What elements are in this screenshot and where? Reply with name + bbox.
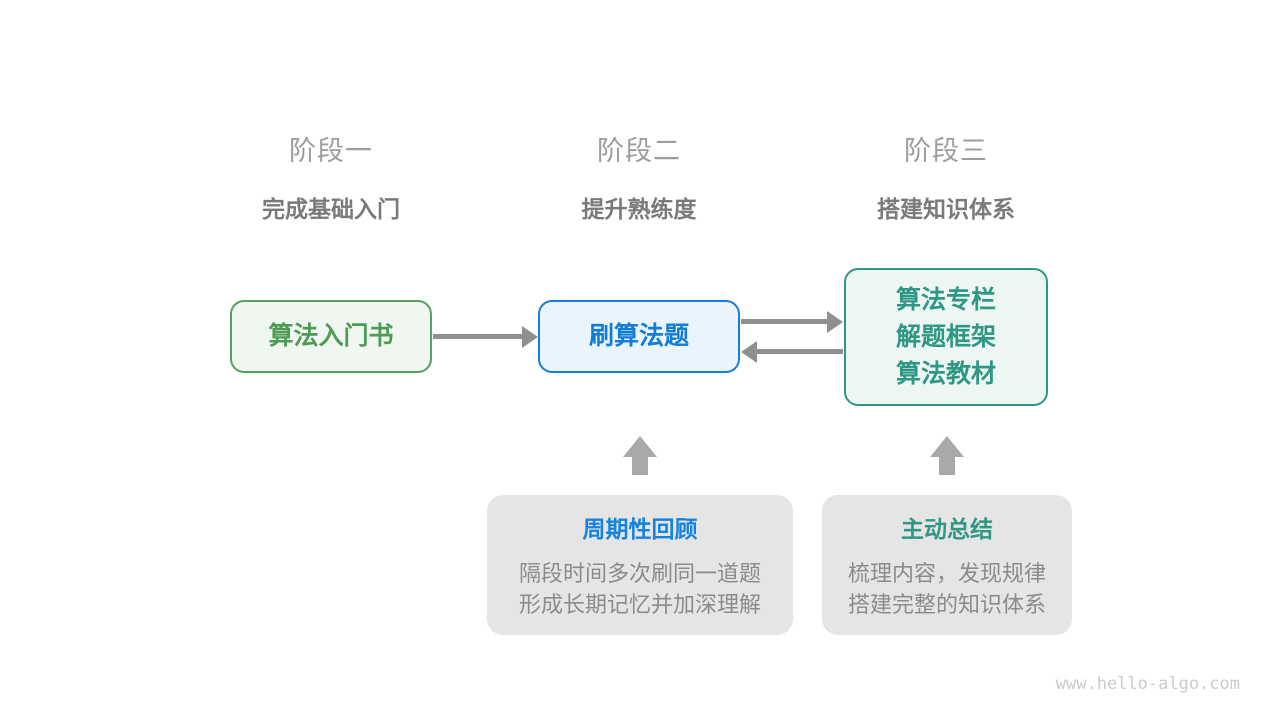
callout-periodic-review-title: 周期性回顾	[582, 516, 698, 542]
callout-periodic-review: 周期性回顾 隔段时间多次刷同一道题 形成长期记忆并加深理解	[487, 495, 793, 635]
callout-periodic-review-line-2: 形成长期记忆并加深理解	[518, 592, 761, 617]
site-watermark: www.hello-algo.com	[1055, 674, 1240, 694]
callout-active-summary-line-2: 搭建完整的知识体系	[847, 592, 1046, 617]
stage-2-title: 阶段二	[597, 136, 681, 166]
up-arrow-review-icon	[623, 436, 657, 475]
callout-active-summary: 主动总结 梳理内容，发现规律 搭建完整的知识体系	[822, 495, 1072, 635]
node-resource-line-1: 算法专栏	[895, 285, 996, 314]
node-resource-line-3: 算法教材	[895, 359, 996, 388]
stage-3-title: 阶段三	[904, 136, 988, 166]
node-practice-problems-label: 刷算法题	[588, 322, 689, 350]
node-practice-problems: 刷算法题	[538, 300, 740, 373]
node-resource-line-2: 解题框架	[895, 322, 996, 351]
stage-1-title: 阶段一	[289, 136, 373, 166]
stage-3-header: 阶段三 搭建知识体系	[786, 129, 1106, 224]
stage-3-subtitle: 搭建知识体系	[877, 196, 1015, 222]
stage-2-header: 阶段二 提升熟练度	[479, 129, 799, 224]
stage-1-header: 阶段一 完成基础入门	[171, 129, 491, 224]
callout-periodic-review-line-1: 隔段时间多次刷同一道题	[518, 561, 761, 586]
up-arrow-summarize-icon	[930, 436, 964, 475]
node-intro-book: 算法入门书	[230, 300, 432, 373]
stage-2-subtitle: 提升熟练度	[581, 196, 697, 222]
node-advanced-resources: 算法专栏 解题框架 算法教材	[844, 268, 1048, 406]
callout-active-summary-title: 主动总结	[901, 516, 993, 542]
callout-active-summary-line-1: 梳理内容，发现规律	[847, 561, 1046, 586]
node-intro-book-label: 算法入门书	[268, 322, 394, 350]
stage-1-subtitle: 完成基础入门	[262, 196, 400, 222]
